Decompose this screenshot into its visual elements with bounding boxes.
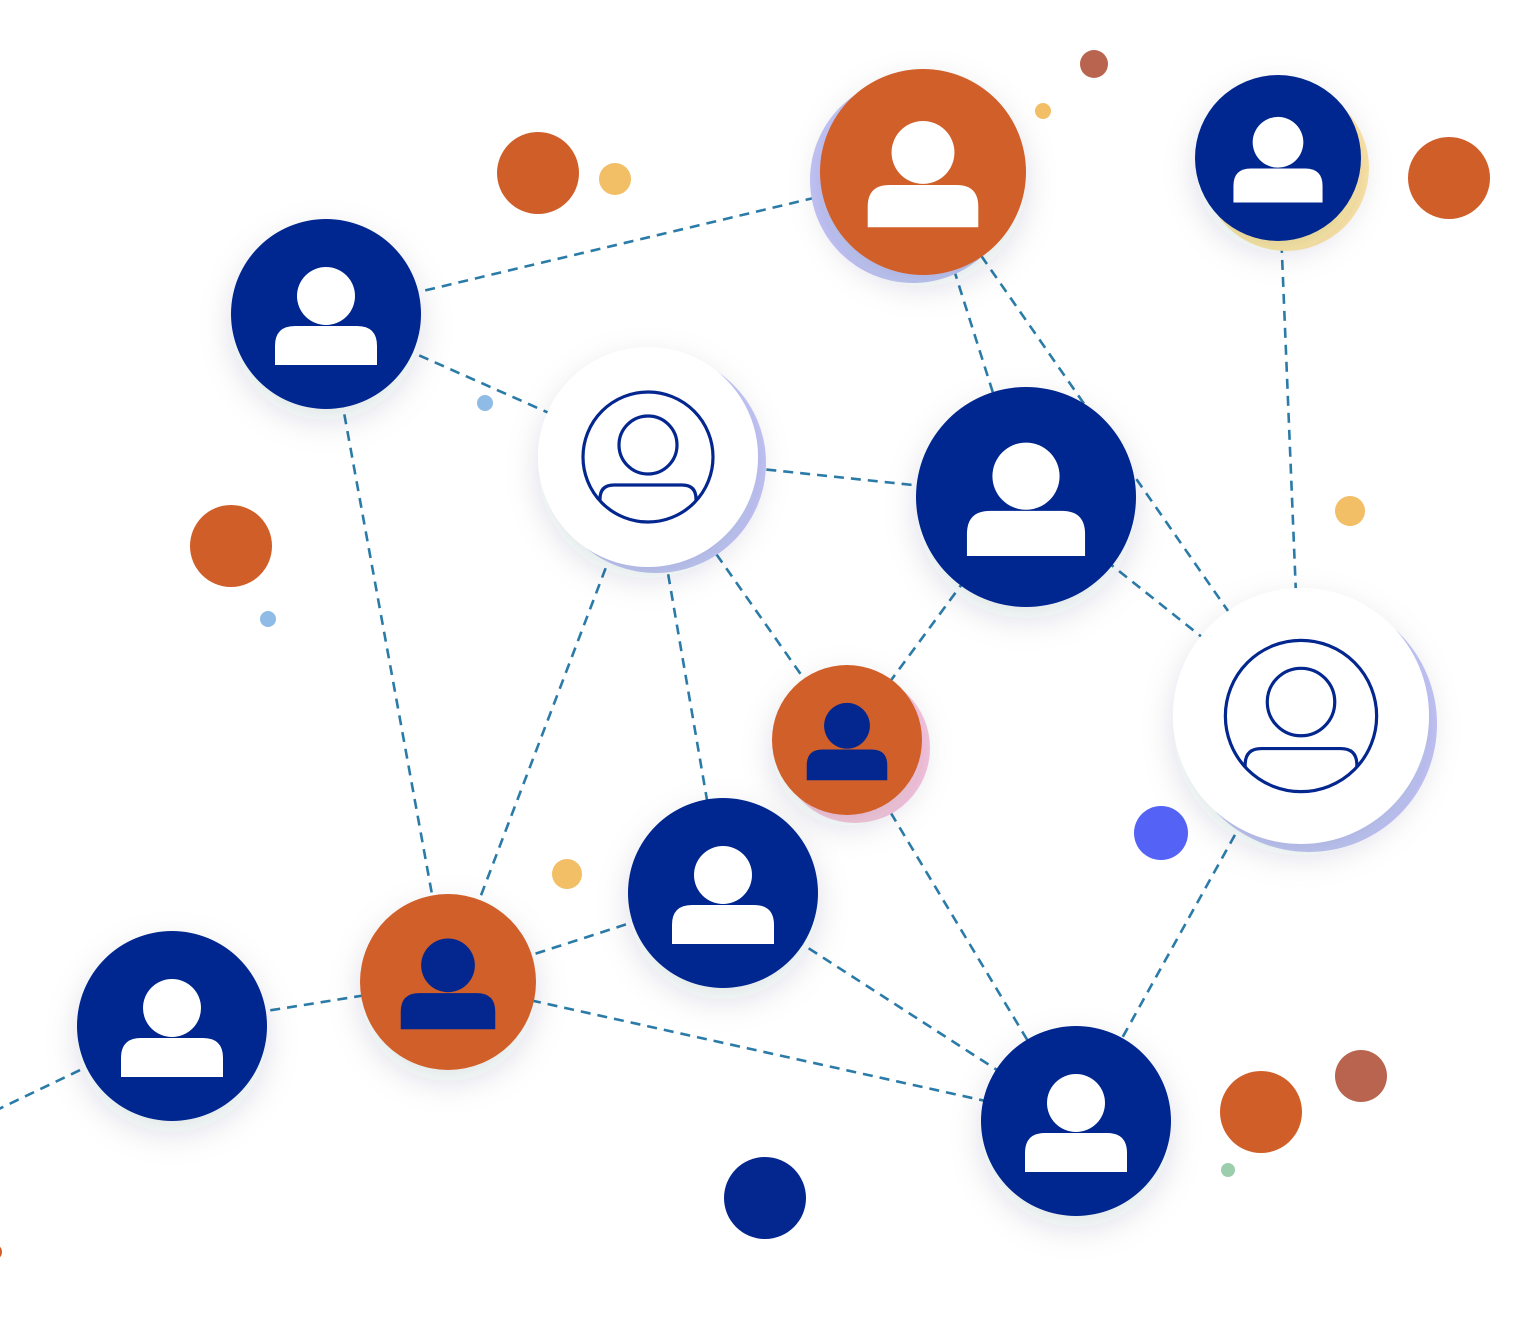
person-node (981, 1026, 1171, 1216)
decorative-dot (1408, 137, 1490, 219)
person-node (916, 387, 1136, 607)
person-node (772, 665, 930, 823)
person-node (1173, 588, 1437, 852)
decorative-dot (724, 1157, 806, 1239)
user-icon (1025, 1074, 1127, 1172)
user-icon (672, 846, 774, 944)
connection-line (447, 980, 1077, 1123)
node-circle (538, 347, 758, 567)
decorative-dot (599, 163, 631, 195)
decorative-dot (1134, 806, 1188, 860)
person-node (360, 894, 536, 1070)
decorative-dot (0, 1246, 2, 1258)
user-icon (121, 979, 223, 1077)
user-outline-icon (581, 390, 715, 524)
decorative-dot (1335, 1050, 1387, 1102)
decorative-dots (0, 50, 1490, 1258)
decorative-dot (1220, 1071, 1302, 1153)
decorative-dot (1335, 496, 1365, 526)
decorative-dot (1221, 1163, 1235, 1177)
user-icon (806, 702, 888, 781)
user-icon (400, 938, 496, 1030)
decorative-dot (1080, 50, 1108, 78)
person-nodes (77, 69, 1437, 1216)
decorative-dot (552, 859, 582, 889)
decorative-dot (190, 505, 272, 587)
decorative-dot (497, 132, 579, 214)
person-node (628, 798, 818, 988)
user-outline-icon (1223, 638, 1379, 794)
person-node (538, 347, 766, 573)
user-icon (275, 267, 377, 365)
decorative-dot (260, 611, 276, 627)
person-node (77, 931, 267, 1121)
node-circle (1173, 588, 1429, 844)
user-icon (867, 121, 979, 228)
person-node (810, 69, 1026, 283)
decorative-dot (1035, 103, 1051, 119)
connection-line (171, 980, 449, 1028)
person-node (1195, 75, 1369, 251)
connection-line (647, 455, 1027, 499)
decorative-dot (477, 395, 493, 411)
connection-line (324, 313, 450, 983)
user-icon (1233, 116, 1323, 203)
person-node (231, 219, 421, 409)
user-icon (966, 442, 1086, 557)
